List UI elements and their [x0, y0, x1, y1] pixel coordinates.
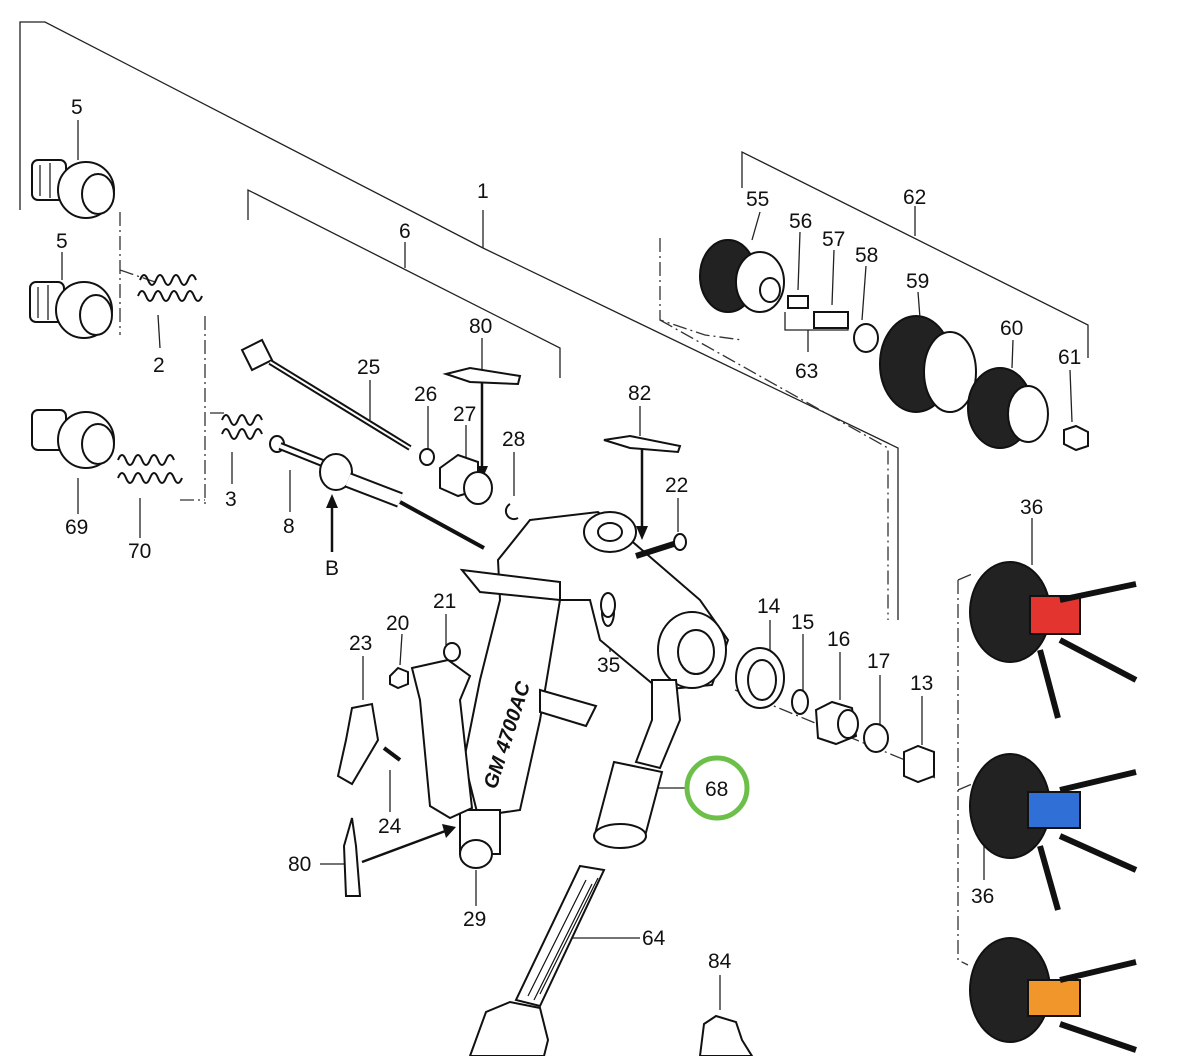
part-24-pin [382, 746, 402, 762]
part-80-grease-bottom [342, 817, 362, 897]
callout-59: 59 [906, 270, 929, 293]
callout-69: 69 [65, 516, 88, 539]
gun-body: GM 4700AC [459, 510, 730, 869]
arrows [326, 378, 648, 864]
tip-guard-orange [969, 937, 1137, 1053]
part-68-swivel [593, 679, 682, 849]
part-57-tip [813, 311, 849, 329]
part-20-nut [389, 666, 409, 690]
callout-60: 60 [1000, 317, 1023, 340]
part-26-oring [419, 448, 435, 466]
part-82-grease [603, 434, 682, 454]
part-69-cap [31, 409, 115, 469]
callout-15: 15 [791, 611, 814, 634]
part-17-seal [863, 723, 889, 753]
callout-56: 56 [789, 210, 812, 233]
part-55-diffuser [699, 239, 785, 313]
callout-55: 55 [746, 188, 769, 211]
part-60-cap [967, 367, 1049, 449]
callout-63: 63 [795, 360, 818, 383]
callout-29: 29 [463, 908, 486, 931]
tip-guard-red [969, 561, 1138, 719]
callout-1: 1 [477, 180, 489, 203]
part-5-cap-lower [29, 281, 113, 339]
part-23-latch [336, 702, 380, 786]
highlight-circle [684, 755, 750, 821]
part-27-nut [439, 453, 493, 505]
part-16-valve [814, 700, 859, 746]
part-80-grease-top [442, 366, 522, 386]
callout-61: 61 [1058, 346, 1081, 369]
callout-22: 22 [665, 474, 688, 497]
part-70-spring [117, 454, 183, 484]
callout-35: 35 [597, 654, 620, 677]
part-2-spring [137, 274, 203, 302]
callout-6: 6 [399, 220, 411, 243]
callout-5-upper: 5 [71, 96, 83, 119]
part-5-cap-upper [31, 159, 115, 219]
callout-58: 58 [855, 244, 878, 267]
callout-26: 26 [414, 383, 437, 406]
callout-17: 17 [867, 650, 890, 673]
part-3-spring [221, 414, 263, 440]
part-28-clip [504, 503, 519, 521]
callout-64: 64 [642, 927, 666, 950]
callout-14: 14 [757, 595, 781, 618]
part-64-filter [514, 864, 606, 1008]
callout-25: 25 [357, 356, 380, 379]
part-14-ring [735, 647, 785, 709]
callout-36-upper: 36 [1020, 496, 1043, 519]
part-handle-base [468, 1000, 550, 1056]
callout-labels: 5 5 2 3 69 70 1 6 8 B 25 26 27 28 80 82 … [56, 96, 1081, 973]
callout-68: 68 [705, 778, 728, 801]
part-22-screw [635, 533, 687, 559]
callout-21: 21 [433, 590, 456, 613]
callout-62: 62 [903, 186, 926, 209]
callout-2: 2 [153, 354, 165, 377]
part-58-sleeve [853, 323, 879, 353]
callout-80-top: 80 [469, 315, 492, 338]
callout-13: 13 [910, 672, 933, 695]
callout-36-lower: 36 [971, 885, 994, 908]
callout-20: 20 [386, 612, 409, 635]
part-56-seat [787, 295, 809, 309]
part-84-fitting [698, 1014, 754, 1056]
callout-16: 16 [827, 628, 850, 651]
callout-84: 84 [708, 950, 732, 973]
callout-3: 3 [225, 488, 237, 511]
callout-80-bottom: 80 [288, 853, 311, 876]
tip-guard-blue [969, 753, 1138, 911]
callout-8: 8 [283, 515, 295, 538]
part-13-nut [903, 744, 935, 784]
callout-28: 28 [502, 428, 525, 451]
part-25-needle [240, 338, 412, 451]
part-61-nut [1063, 424, 1089, 452]
callout-23: 23 [349, 632, 372, 655]
callout-57: 57 [822, 228, 845, 251]
part-35-oring [600, 592, 616, 618]
bracket-lines [19, 21, 1089, 966]
callout-24: 24 [378, 815, 402, 838]
callout-82: 82 [628, 382, 651, 405]
callout-B: B [325, 557, 339, 580]
part-59-guard [879, 315, 977, 413]
callout-27: 27 [453, 403, 476, 426]
part-8-piston [269, 435, 485, 550]
part-15-oring [791, 689, 809, 715]
callout-70: 70 [128, 540, 151, 563]
part-21-trigger [410, 642, 474, 820]
callout-5-lower: 5 [56, 230, 68, 253]
